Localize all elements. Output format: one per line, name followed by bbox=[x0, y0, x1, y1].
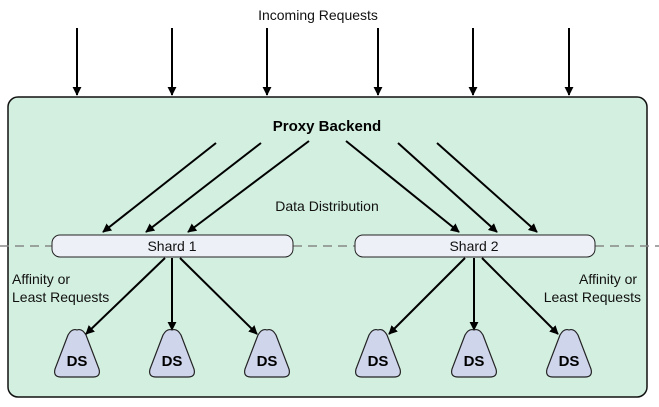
ds-arrow bbox=[388, 257, 466, 335]
incoming-arrows bbox=[72, 28, 574, 96]
ds-label: DS bbox=[368, 353, 389, 370]
distribution-arrow bbox=[187, 140, 310, 233]
ds-label: DS bbox=[559, 353, 580, 370]
distribution-arrow bbox=[345, 140, 460, 233]
ds-node: DS bbox=[149, 328, 195, 378]
shard-1-label: Shard 1 bbox=[147, 238, 196, 254]
shard-2-label: Shard 2 bbox=[449, 238, 498, 254]
affinity-label-right: Affinity or Least Requests bbox=[544, 271, 641, 305]
ds-nodes: DS DS DS DS DS DS bbox=[54, 328, 592, 378]
shard-1: Shard 1 bbox=[51, 234, 294, 258]
distribution-arrow bbox=[397, 142, 498, 233]
ds-label: DS bbox=[162, 353, 183, 370]
ds-node: DS bbox=[451, 328, 497, 378]
distribution-arrow bbox=[436, 142, 538, 233]
distribution-arrow bbox=[102, 142, 217, 233]
ds-arrow bbox=[481, 257, 559, 335]
ds-arrow bbox=[85, 257, 166, 335]
shard-to-ds-arrows bbox=[85, 257, 559, 335]
distribution-arrow bbox=[145, 142, 262, 233]
ds-node: DS bbox=[244, 328, 290, 378]
ds-arrow bbox=[179, 257, 258, 335]
affinity-label-left: Affinity or Least Requests bbox=[12, 271, 109, 305]
ds-node: DS bbox=[54, 328, 100, 378]
data-distribution-label: Data Distribution bbox=[275, 198, 379, 214]
ds-label: DS bbox=[67, 353, 88, 370]
shard-2: Shard 2 bbox=[354, 234, 596, 258]
distribution-arrows bbox=[102, 140, 538, 233]
ds-node: DS bbox=[355, 328, 401, 378]
incoming-requests-label: Incoming Requests bbox=[258, 7, 378, 23]
ds-node: DS bbox=[546, 328, 592, 378]
ds-label: DS bbox=[464, 353, 485, 370]
ds-label: DS bbox=[257, 353, 278, 370]
shard-2-box bbox=[354, 234, 596, 258]
proxy-backend-title: Proxy Backend bbox=[273, 118, 381, 135]
shard-1-box bbox=[51, 234, 294, 258]
